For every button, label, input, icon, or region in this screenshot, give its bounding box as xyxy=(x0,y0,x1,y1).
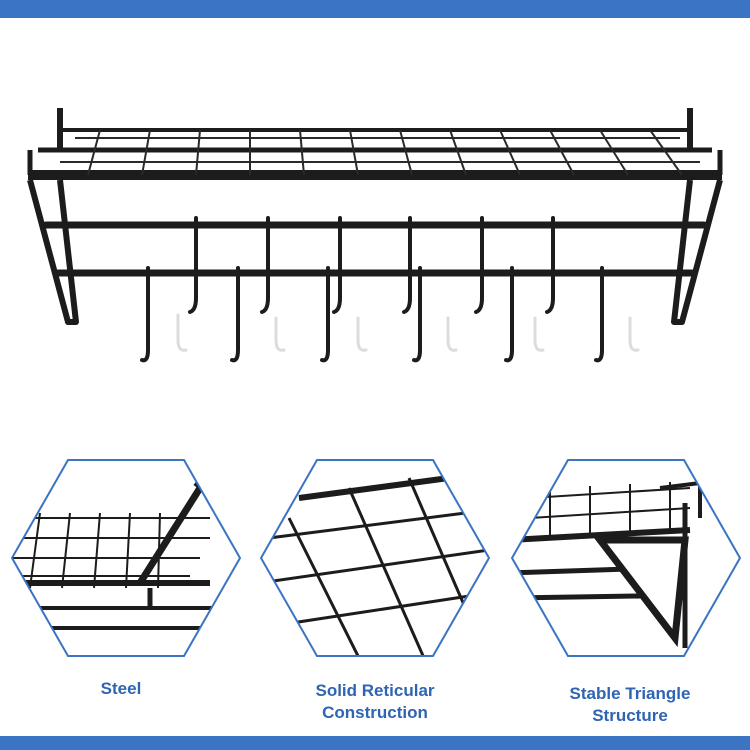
caption-line: Steel xyxy=(100,679,142,698)
caption-line: Structure xyxy=(592,706,668,725)
grid-detail-hexagon xyxy=(259,459,491,657)
caption-steel: Steel xyxy=(11,678,231,700)
triangle-detail-hexagon xyxy=(510,459,742,657)
caption-line: Stable Triangle xyxy=(569,684,691,703)
caption-reticular: Solid Reticular Construction xyxy=(265,680,485,724)
caption-line: Solid Reticular xyxy=(315,681,435,700)
top-accent-band xyxy=(0,0,750,18)
bottom-accent-band xyxy=(0,736,750,750)
wire-shelf-product-image xyxy=(27,108,723,363)
caption-line: Construction xyxy=(322,703,428,722)
caption-triangle: Stable Triangle Structure xyxy=(520,683,740,727)
steel-detail-hexagon xyxy=(10,459,242,657)
